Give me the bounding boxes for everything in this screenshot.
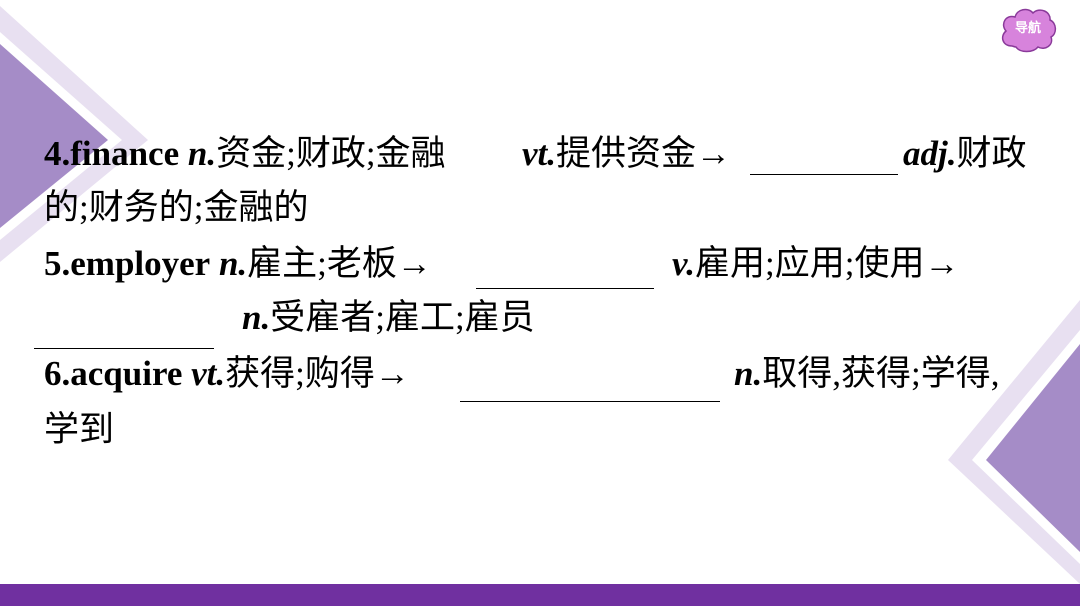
definition: 提供资金→: [556, 134, 732, 173]
entry-4-line-1-part-2: vt.提供资金→: [522, 134, 731, 174]
part-of-speech: n.: [218, 244, 248, 283]
entry-5-line-2: n.受雇者;雇工;雇员: [242, 298, 535, 338]
nav-label: 导航: [1014, 21, 1041, 36]
definition: 财政: [956, 134, 1027, 173]
entry-4-line-1: 4.finance n.资金;财政;金融: [44, 134, 446, 174]
part-of-speech: vt.: [522, 134, 557, 173]
headword: finance: [70, 134, 180, 173]
entry-6-line-1: 6.acquire vt.获得;购得→: [44, 354, 410, 394]
definition: 雇主;老板→: [247, 244, 432, 283]
answer-blank-1[interactable]: [750, 174, 898, 175]
entry-5-line-1-part-2: v.雇用;应用;使用→: [672, 244, 959, 284]
cloud-icon: [1001, 8, 1057, 53]
nav-button[interactable]: 导航: [998, 4, 1058, 56]
definition: 资金;财政;金融: [216, 134, 446, 173]
part-of-speech: n.: [734, 354, 763, 393]
entry-4-line-2: 的;财务的;金融的: [44, 188, 308, 228]
entry-4-line-1-part-3: adj.财政: [903, 134, 1027, 174]
part-of-speech: n.: [187, 134, 217, 173]
answer-blank-3[interactable]: [34, 348, 214, 349]
part-of-speech: vt.: [191, 354, 226, 393]
bottom-right-outer-triangle: [948, 300, 1080, 584]
bottom-bar: [0, 584, 1080, 606]
headword: acquire: [70, 354, 183, 393]
definition: 的;财务的;金融的: [44, 188, 309, 227]
entry-number: 6.: [44, 354, 71, 393]
answer-blank-2[interactable]: [476, 288, 654, 289]
entry-5-line-1: 5.employer n.雇主;老板→: [44, 244, 432, 284]
definition: 取得,获得;学得,: [762, 354, 1000, 393]
entry-6-line-1-part-2: n.取得,获得;学得,: [734, 354, 999, 394]
definition: 雇用;应用;使用→: [695, 244, 960, 283]
definition: 获得;购得→: [225, 354, 410, 393]
part-of-speech: n.: [242, 298, 271, 337]
answer-blank-4[interactable]: [460, 401, 720, 402]
entry-number: 5.: [44, 244, 71, 283]
headword: employer: [70, 244, 211, 283]
bottom-right-inner-triangle: [986, 344, 1080, 552]
part-of-speech: adj.: [903, 134, 957, 173]
definition: 受雇者;雇工;雇员: [270, 298, 535, 337]
part-of-speech: v.: [672, 244, 695, 283]
entry-6-line-2: 学到: [44, 410, 114, 450]
definition: 学到: [44, 410, 115, 449]
entry-number: 4.: [44, 134, 71, 173]
